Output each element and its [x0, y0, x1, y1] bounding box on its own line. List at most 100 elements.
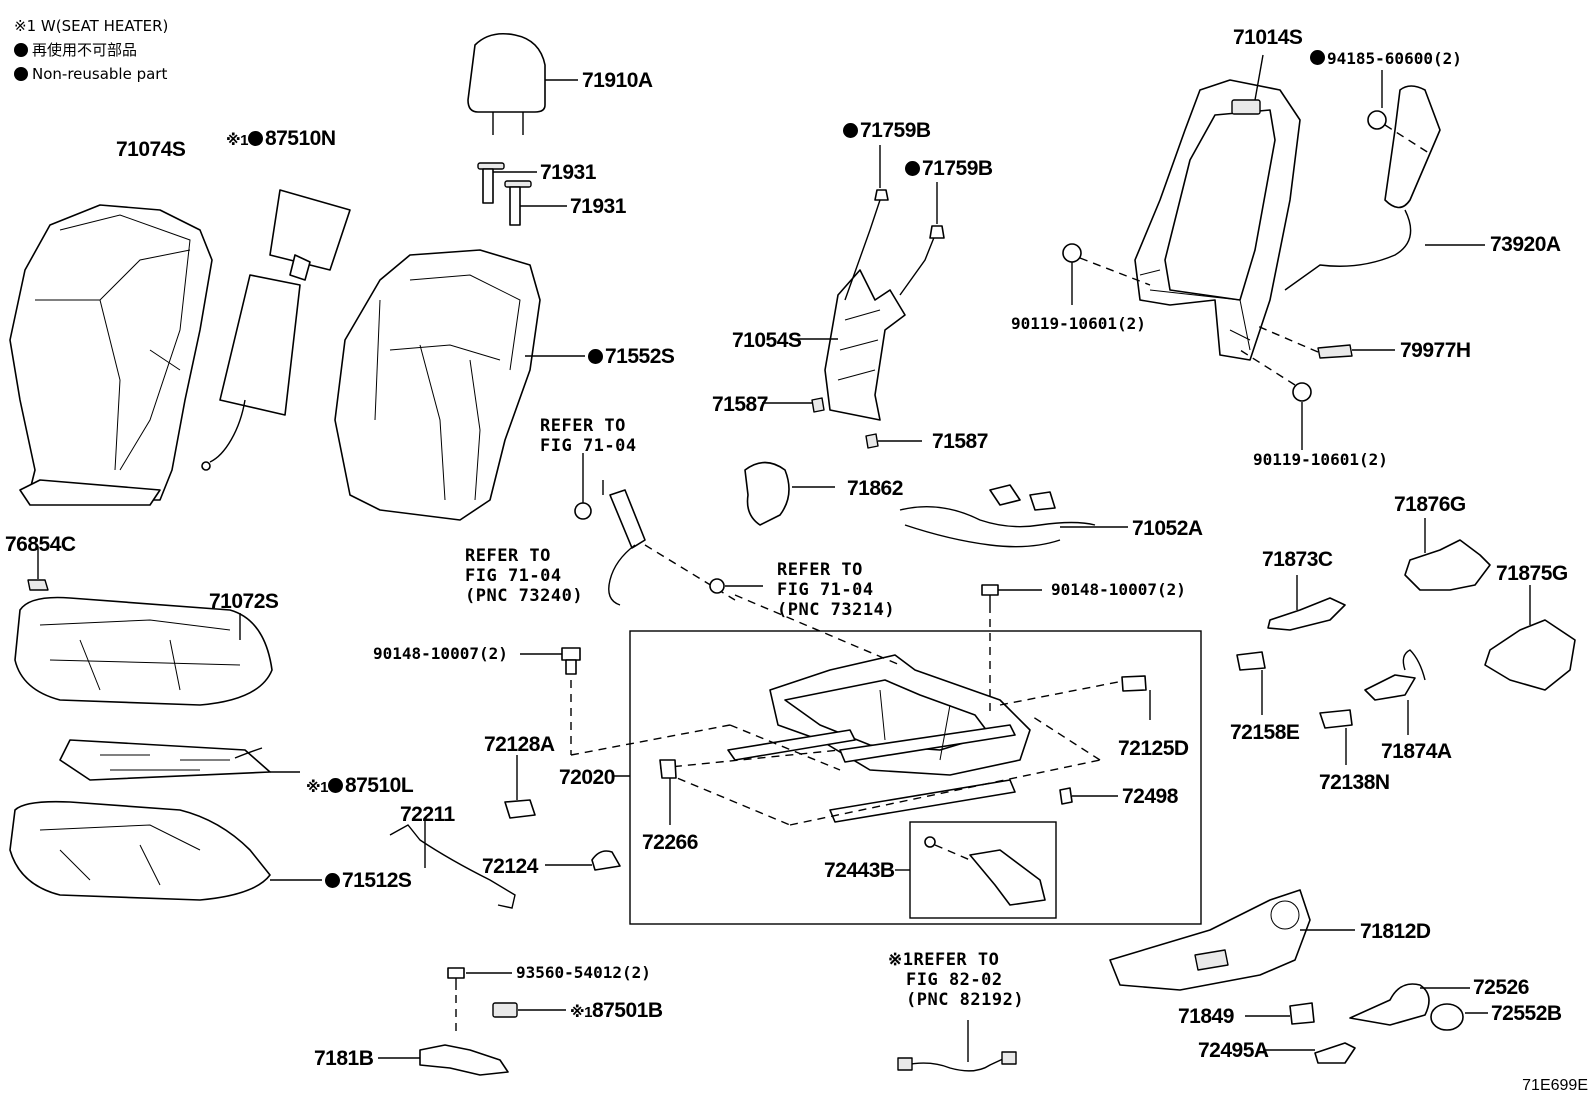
part-label-72128A[interactable]: 72128A: [484, 733, 555, 756]
part-label-76854C[interactable]: 76854C: [5, 533, 76, 556]
non-reusable-icon: [1310, 50, 1325, 65]
seat-back-pad-drawing: [334, 249, 585, 521]
shield-71875G-drawing: [1484, 585, 1576, 691]
part-label-79977H[interactable]: 79977H: [1400, 339, 1471, 362]
part-label-72495A[interactable]: 72495A: [1198, 1039, 1269, 1062]
height-adjuster-drawing: [574, 453, 763, 606]
reference-note-fig-71-04[interactable]: REFER TO FIG 71-04: [540, 416, 637, 456]
shield-72158E-drawing: [1236, 651, 1266, 715]
part-number: 71759B: [922, 157, 993, 180]
part-label-71873C[interactable]: 71873C: [1262, 548, 1333, 571]
reference-note-pnc-73240[interactable]: REFER TO FIG 71-04 (PNC 73240): [465, 546, 583, 606]
part-label-87510L[interactable]: ※1 87510L: [306, 774, 414, 797]
reference-note-pnc-82192[interactable]: ※1REFER TO FIG 82-02 (PNC 82192): [888, 950, 1024, 1010]
part-label-72526[interactable]: 72526: [1473, 976, 1529, 999]
heater-note-marker: ※1: [570, 1004, 592, 1021]
legend-non-reusable-jp: 再使用不可部品: [14, 38, 168, 62]
legend-en-text: Non-reusable part: [32, 65, 168, 83]
ref-text: REFER TO: [913, 950, 1000, 970]
part-label-72125D[interactable]: 72125D: [1118, 737, 1189, 760]
part-label-71759B[interactable]: 71759B: [843, 120, 931, 141]
recliner-cover-drawing: [744, 461, 835, 526]
part-label-71875G[interactable]: 71875G: [1496, 562, 1568, 585]
knob-drawing: [1430, 1003, 1488, 1031]
part-label-71074S[interactable]: 71074S: [116, 138, 186, 161]
part-number: 87510L: [344, 774, 414, 797]
bullet-icon: [14, 67, 28, 81]
part-label-72443B[interactable]: 72443B: [824, 859, 895, 882]
part-label-72158E[interactable]: 72158E: [1230, 721, 1300, 744]
lever-handle-drawing: [1349, 983, 1470, 1026]
seat-track-drawing: [727, 654, 1031, 823]
part-label-71910A[interactable]: 71910A: [582, 69, 653, 92]
non-reusable-icon: [905, 161, 920, 176]
part-label-71587[interactable]: 71587: [932, 430, 988, 453]
part-label-71072S[interactable]: 71072S: [209, 590, 279, 613]
part-label-72552B[interactable]: 72552B: [1491, 1002, 1562, 1025]
part-number: 87510N: [264, 127, 336, 150]
part-label-71054S[interactable]: 71054S: [732, 329, 802, 352]
reference-note-pnc-73214[interactable]: REFER TO FIG 71-04 (PNC 73214): [777, 560, 895, 620]
shield-71876G-drawing: [1404, 518, 1491, 591]
headrest-drawing: [467, 32, 578, 135]
track-cover-inner-drawing: [504, 755, 536, 819]
part-label-71874A[interactable]: 71874A: [1381, 740, 1452, 763]
part-label-72211[interactable]: 72211: [400, 803, 455, 826]
part-label-72498[interactable]: 72498: [1122, 785, 1178, 808]
part-label-7181B[interactable]: 7181B: [314, 1047, 374, 1070]
part-label-72020[interactable]: 72020: [559, 766, 615, 789]
part-label-93560-54012[interactable]: 93560-54012(2): [516, 963, 651, 982]
part-label-72266[interactable]: 72266: [642, 831, 698, 854]
legend-note-seat-heater: ※1 W(SEAT HEATER): [14, 17, 169, 35]
part-label-90148-10007[interactable]: 90148-10007(2): [373, 644, 508, 663]
legend: ※1 W(SEAT HEATER) 再使用不可部品 Non-reusable p…: [14, 14, 168, 86]
part-label-71052A[interactable]: 71052A: [1132, 517, 1203, 540]
part-label-73920A[interactable]: 73920A: [1490, 233, 1561, 256]
shield-71874A-drawing: [1364, 649, 1426, 735]
non-reusable-icon: [327, 778, 343, 793]
ref-line: (PNC 73214): [777, 600, 896, 620]
seat-heater-cushion-drawing: [59, 739, 300, 781]
part-label-72124[interactable]: 72124: [482, 855, 538, 878]
ref-line: (PNC 82192): [906, 990, 1025, 1010]
part-label-71849[interactable]: 71849: [1178, 1005, 1234, 1028]
part-number: 71759B: [860, 119, 931, 142]
bottom-bracket-drawing: [378, 967, 566, 1076]
shield-71873C-drawing: [1267, 575, 1346, 631]
part-label-71931[interactable]: 71931: [570, 195, 626, 218]
part-number: 71512S: [342, 869, 412, 892]
seat-heater-back-drawing: [201, 189, 351, 471]
part-label-71552S[interactable]: 71552S: [588, 346, 675, 367]
legend-non-reusable-en: Non-reusable part: [14, 62, 168, 86]
non-reusable-icon: [247, 131, 263, 146]
part-label-90119-10601[interactable]: 90119-10601(2): [1011, 314, 1146, 333]
part-label-71876G[interactable]: 71876G: [1394, 493, 1466, 516]
shield-72138N-drawing: [1319, 709, 1353, 765]
bullet-icon: [14, 43, 28, 57]
heater-note-marker: ※1: [226, 132, 248, 149]
cover-71849-drawing: [1245, 1002, 1315, 1025]
part-label-71759B[interactable]: 71759B: [905, 158, 993, 179]
part-label-71862[interactable]: 71862: [847, 477, 903, 500]
part-label-90119-10601[interactable]: 90119-10601(2): [1253, 450, 1388, 469]
ref-line: REFER TO: [540, 416, 626, 436]
part-label-87510N[interactable]: ※1 87510N: [226, 128, 336, 149]
seat-wire-harness-drawing: [899, 484, 1128, 548]
part-label-71931[interactable]: 71931: [540, 161, 596, 184]
headrest-guides-drawing: [477, 162, 567, 226]
legend-jp-text: 再使用不可部品: [32, 41, 138, 59]
part-label-90148-10007[interactable]: 90148-10007(2): [1051, 580, 1186, 599]
side-shield-drawing: [1109, 889, 1355, 991]
part-label-71587[interactable]: 71587: [712, 393, 768, 416]
part-label-72138N[interactable]: 72138N: [1319, 771, 1390, 794]
part-label-87501B[interactable]: ※187501B: [570, 1000, 663, 1021]
track-bolt-left-drawing: [520, 647, 581, 675]
part-label-71812D[interactable]: 71812D: [1360, 920, 1431, 943]
heater-note-marker: ※1: [306, 779, 328, 796]
part-label-71512S[interactable]: 71512S: [325, 869, 412, 892]
part-label-94185-60600[interactable]: 94185-60600(2): [1310, 50, 1462, 67]
part-number: 87501B: [591, 999, 663, 1022]
part-label-71014S[interactable]: 71014S: [1233, 26, 1303, 49]
